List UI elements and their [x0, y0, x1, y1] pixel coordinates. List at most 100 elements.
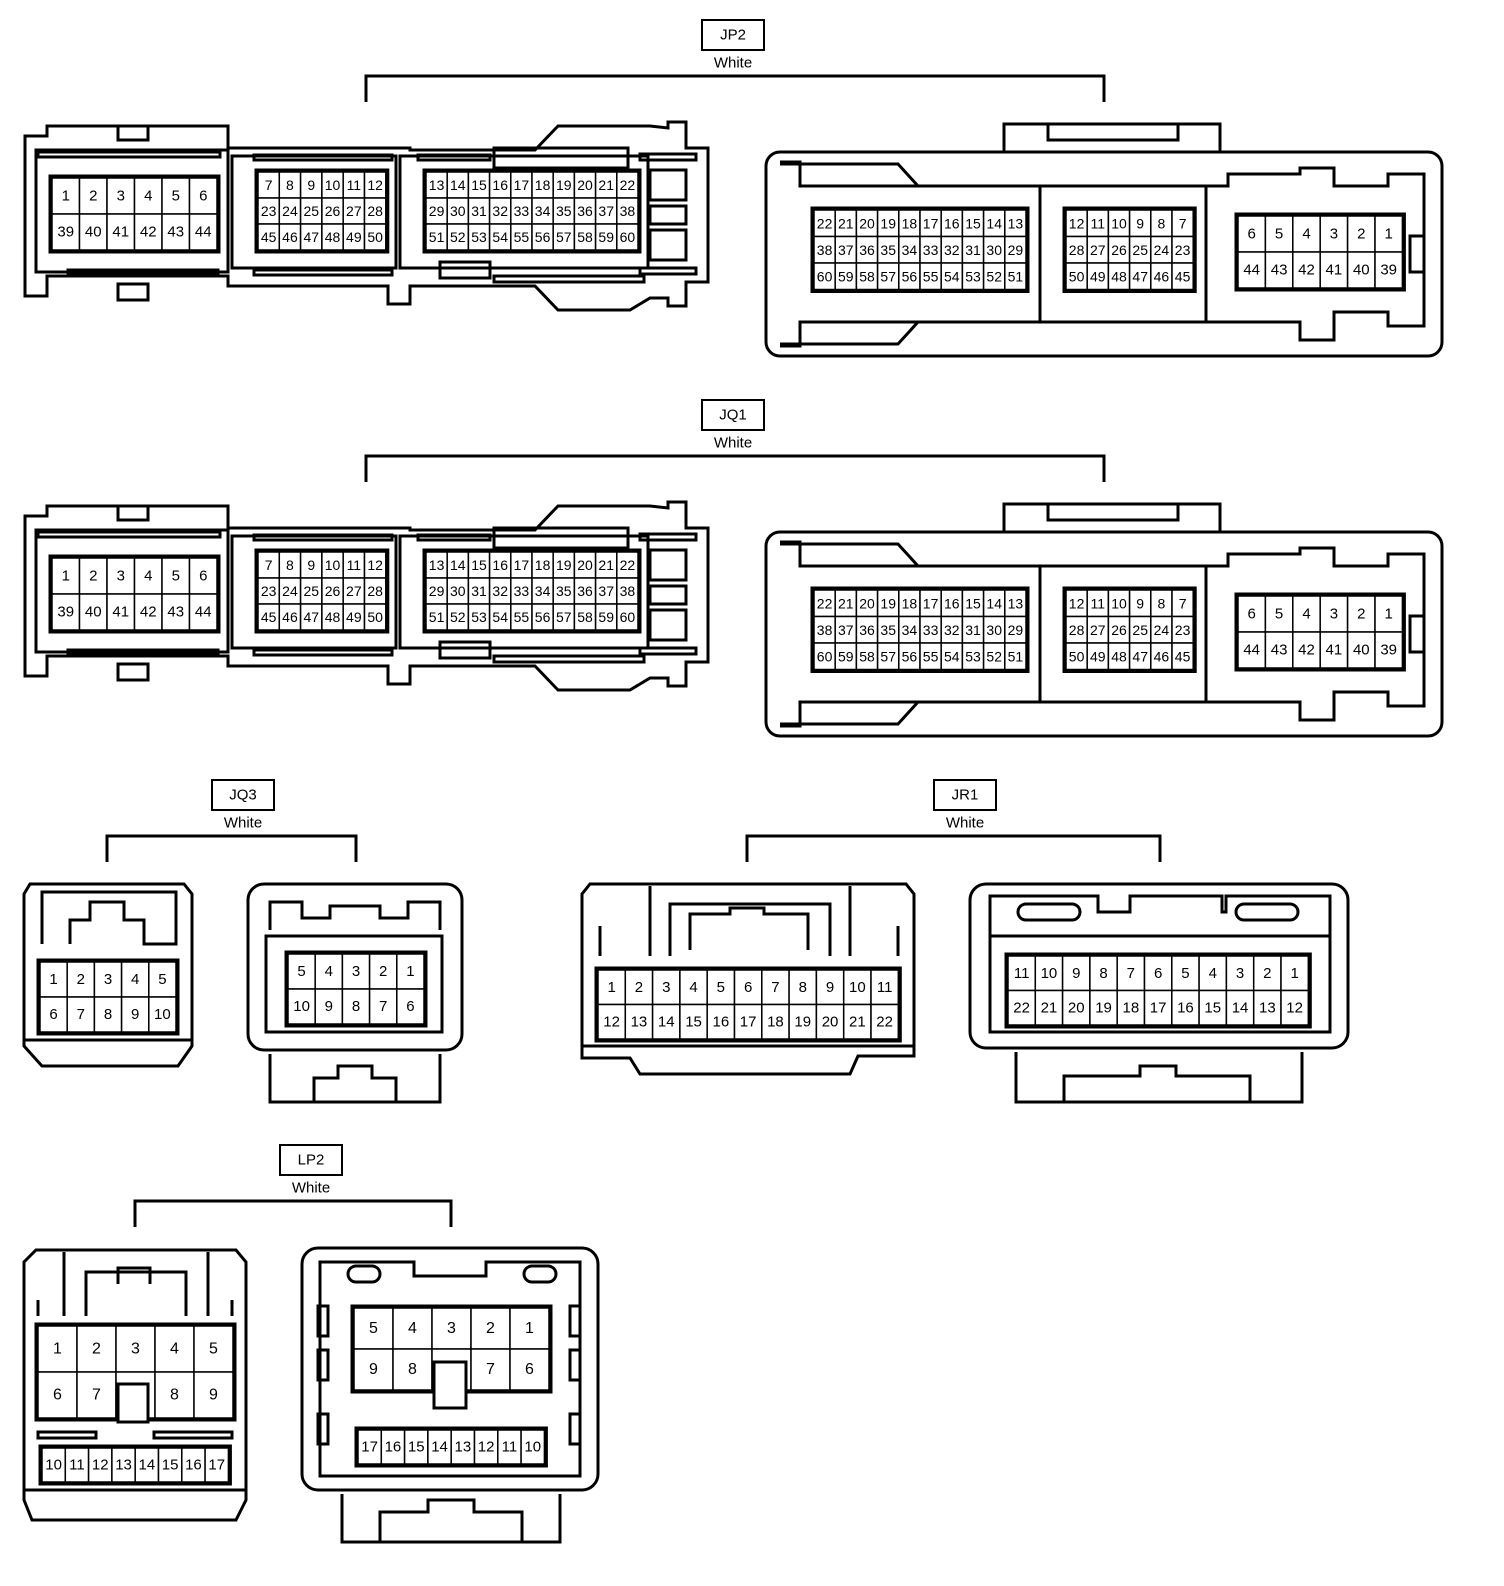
pin-number: 16 — [713, 1013, 730, 1030]
connector-color: White — [292, 1180, 330, 1197]
pin-block-frame — [1062, 206, 1197, 293]
pin-cell — [1252, 955, 1282, 992]
partition — [1038, 566, 1208, 702]
pin-cavity — [398, 534, 650, 650]
pin-number: 44 — [195, 224, 212, 241]
pin-number: 47 — [1132, 268, 1148, 284]
pin-number: 8 — [1158, 215, 1166, 231]
pin-cell — [597, 969, 627, 1006]
guide-rail — [780, 320, 922, 348]
pin-number: 18 — [535, 177, 551, 193]
pin-number: 20 — [859, 595, 875, 611]
pin-cavity — [34, 528, 230, 654]
pin-block-frame — [284, 950, 428, 1028]
connector-code: LP2 — [298, 1152, 325, 1169]
pin-number: 50 — [1069, 268, 1085, 284]
pin-cell — [1292, 631, 1321, 669]
connector-code: JR1 — [952, 787, 979, 804]
pin-cell — [188, 593, 218, 631]
pin-number: 33 — [923, 242, 939, 258]
pin-number: 45 — [1175, 268, 1191, 284]
pin-number: 60 — [817, 648, 833, 664]
guide-rail — [780, 700, 922, 728]
pin-cell — [509, 1348, 550, 1391]
pin-number: 10 — [524, 1439, 541, 1456]
connector-code: JQ3 — [229, 787, 257, 804]
connector-color: White — [224, 815, 262, 832]
guide-rail — [780, 160, 922, 188]
pin-number: 16 — [185, 1457, 202, 1474]
pin-number: 15 — [162, 1457, 179, 1474]
pin-number: 35 — [556, 583, 572, 599]
pin-block-frame — [48, 554, 221, 634]
pin-number: 16 — [385, 1439, 402, 1456]
pin-number: 41 — [112, 604, 129, 621]
connector-body-left — [23, 120, 710, 312]
pin-block-frame — [810, 586, 1030, 673]
top-lock — [648, 886, 852, 956]
top-lock — [40, 890, 178, 946]
pin-number: 1 — [62, 568, 70, 585]
pin-number: 40 — [85, 224, 102, 241]
side-key — [568, 1412, 582, 1446]
housing-outline — [22, 1248, 248, 1522]
pin-number: 6 — [199, 568, 207, 585]
top-lock-inner — [1046, 122, 1180, 142]
rib — [252, 268, 394, 277]
pin-number: 32 — [944, 622, 960, 638]
pin-number: 54 — [492, 609, 508, 625]
pin-number: 1 — [53, 1341, 62, 1358]
pin-number: 14 — [450, 557, 466, 573]
pin-block-frame — [254, 548, 390, 634]
pin-cell — [1346, 215, 1376, 253]
pin-number: 50 — [367, 229, 383, 245]
pin-cell — [1319, 595, 1349, 633]
pin-number: 9 — [1136, 595, 1144, 611]
pin-number: 48 — [1111, 268, 1127, 284]
pin-number: 60 — [620, 229, 636, 245]
latch-tab — [116, 124, 150, 142]
pin-number: 39 — [1380, 642, 1397, 659]
pin-number: 16 — [944, 215, 960, 231]
pin-number: 38 — [620, 583, 636, 599]
pin-number: 43 — [167, 604, 184, 621]
pin-cell — [1237, 215, 1267, 253]
pin-cell — [78, 213, 108, 251]
lower-lock — [312, 1064, 398, 1102]
pin-number: 1 — [607, 979, 615, 996]
pin-number: 4 — [144, 188, 152, 205]
side-key — [568, 1348, 582, 1382]
pin-number: 20 — [577, 177, 593, 193]
pin-cell — [1280, 955, 1310, 992]
pin-number: 21 — [838, 215, 854, 231]
pin-number: 3 — [131, 1341, 140, 1358]
connector-code: JP2 — [720, 27, 746, 44]
pin-number: 16 — [944, 595, 960, 611]
pin-number: 54 — [944, 268, 960, 284]
pin-number: 46 — [1154, 648, 1170, 664]
pin-cell — [1264, 595, 1294, 633]
pin-cell — [76, 1325, 117, 1373]
pin-number: 55 — [514, 609, 530, 625]
pin-number: 24 — [1154, 242, 1170, 258]
pin-number: 6 — [199, 188, 207, 205]
pin-cell — [78, 557, 108, 595]
connector-body-left — [22, 1248, 248, 1522]
pin-number: 22 — [817, 215, 833, 231]
pin-block-frame — [422, 168, 642, 254]
pin-number: 7 — [92, 1387, 101, 1404]
pin-cell — [761, 969, 790, 1006]
pin-number: 44 — [1243, 262, 1260, 279]
pin-block-frame — [48, 174, 221, 254]
pin-number: 8 — [1158, 595, 1166, 611]
pin-number: 24 — [1154, 622, 1170, 638]
pin-cell — [1292, 215, 1321, 253]
pin-number: 40 — [1353, 642, 1370, 659]
pin-number: 5 — [172, 568, 180, 585]
pin-number: 58 — [859, 268, 875, 284]
